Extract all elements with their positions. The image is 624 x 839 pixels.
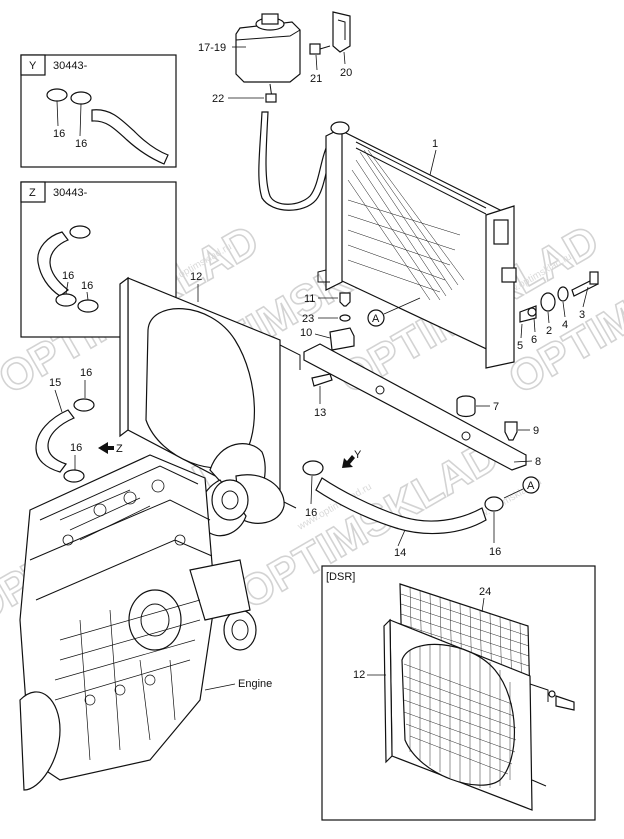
fan-shroud-opening xyxy=(145,308,255,469)
upper-hose-15: 15 16 16 xyxy=(35,367,95,483)
inset-dsr-title: [DSR] xyxy=(326,571,355,583)
radiator-cap xyxy=(330,121,350,135)
inset-z-clamp-top xyxy=(69,225,91,239)
callout-21: 21 xyxy=(310,73,322,85)
marker-a-upper-text: A xyxy=(372,313,380,325)
callout-4: 4 xyxy=(562,319,568,331)
callout-3: 3 xyxy=(579,309,585,321)
cooling-fan xyxy=(198,443,285,537)
inset-y-callout-2: 16 xyxy=(75,138,87,150)
lower-bracket: 8 xyxy=(303,343,541,471)
callout-15: 15 xyxy=(49,377,61,389)
inset-y: Y 30443- 16 16 xyxy=(20,54,177,168)
view-arrow-z-text: Z xyxy=(116,443,123,455)
callout-17-19: 17-19 xyxy=(198,42,226,54)
callout-7: 7 xyxy=(493,401,499,413)
bolt-13 xyxy=(311,373,333,387)
engine: Engine xyxy=(19,454,272,791)
dsr-shroud-mesh xyxy=(403,644,517,788)
inset-y-clamp-2 xyxy=(70,91,92,105)
rubber-mount-7: 7 xyxy=(456,395,499,418)
hose-14-clamp-right xyxy=(484,496,504,512)
reservoir-tank: 17-19 xyxy=(198,13,301,83)
inset-z-callout-1: 16 xyxy=(62,270,74,282)
tank-bracket: 20 xyxy=(332,11,352,79)
fan-hub xyxy=(211,479,249,521)
inset-z-code: 30443- xyxy=(53,187,88,199)
view-arrow-y: Y xyxy=(342,449,362,468)
radiator: 1 xyxy=(317,121,517,369)
crank-pulley xyxy=(128,589,182,651)
inset-y-clamp-1 xyxy=(46,88,68,102)
callout-14: 14 xyxy=(394,547,406,559)
view-marker-a-upper: A xyxy=(367,297,421,327)
inset-dsr: [DSR] 24 12 xyxy=(321,565,596,821)
callout-9: 9 xyxy=(533,425,539,437)
inset-z-clamp-1 xyxy=(55,293,77,307)
callout-16b: 16 xyxy=(70,442,82,454)
fan-shroud-hardware: 11 23 10 13 xyxy=(300,292,355,419)
hose-14-clamp-left xyxy=(302,460,324,476)
idler-pulley xyxy=(223,609,257,651)
washer-23 xyxy=(339,314,351,322)
callout-12: 12 xyxy=(190,271,202,283)
view-arrow-y-text: Y xyxy=(354,449,362,461)
callout-1: 1 xyxy=(432,138,438,150)
view-arrow-z: Z xyxy=(98,442,123,455)
callout-8: 8 xyxy=(535,456,541,468)
hose-15-clamp-top xyxy=(73,398,95,412)
inset-z-callout-2: 16 xyxy=(81,280,93,292)
callout-16d: 16 xyxy=(489,546,501,558)
callout-6: 6 xyxy=(531,334,537,346)
marker-a-lower-text: A xyxy=(527,480,535,492)
dsr-callout-24: 24 xyxy=(479,586,491,598)
callout-16c: 16 xyxy=(305,507,317,519)
callout-20: 20 xyxy=(340,67,352,79)
dsr-callout-12: 12 xyxy=(353,669,365,681)
callout-22: 22 xyxy=(212,93,224,105)
inset-z-hose xyxy=(37,231,69,297)
inset-y-callout-1: 16 xyxy=(53,128,65,140)
engine-label: Engine xyxy=(238,678,272,690)
bushing-2 xyxy=(540,292,556,312)
callout-16a: 16 xyxy=(80,367,92,379)
inset-z-letter: Z xyxy=(29,187,36,199)
bracket-10 xyxy=(329,327,355,351)
callout-5: 5 xyxy=(517,340,523,352)
inset-y-letter: Y xyxy=(29,60,37,72)
lower-hose-14: 14 16 16 xyxy=(302,460,504,559)
overflow-tube: 22 xyxy=(212,83,337,211)
radiator-mount-hardware: 5 6 2 4 3 xyxy=(517,271,599,352)
bolt-9: 9 xyxy=(504,421,539,441)
callout-2: 2 xyxy=(546,325,552,337)
view-marker-a-lower: A xyxy=(503,476,540,499)
inset-y-code: 30443- xyxy=(53,60,88,72)
radiator-core-fins xyxy=(347,149,465,301)
dsr-screen-mesh xyxy=(400,586,531,698)
callout-10: 10 xyxy=(300,327,312,339)
inset-y-hose xyxy=(91,109,169,165)
callout-23: 23 xyxy=(302,313,314,325)
inset-z-clamp-2 xyxy=(77,299,99,313)
hose-15-clamp-bottom xyxy=(63,469,85,483)
washer-4 xyxy=(557,286,569,302)
tank-bolt: 21 xyxy=(309,43,331,85)
callout-13: 13 xyxy=(314,407,326,419)
callout-11: 11 xyxy=(304,293,315,305)
